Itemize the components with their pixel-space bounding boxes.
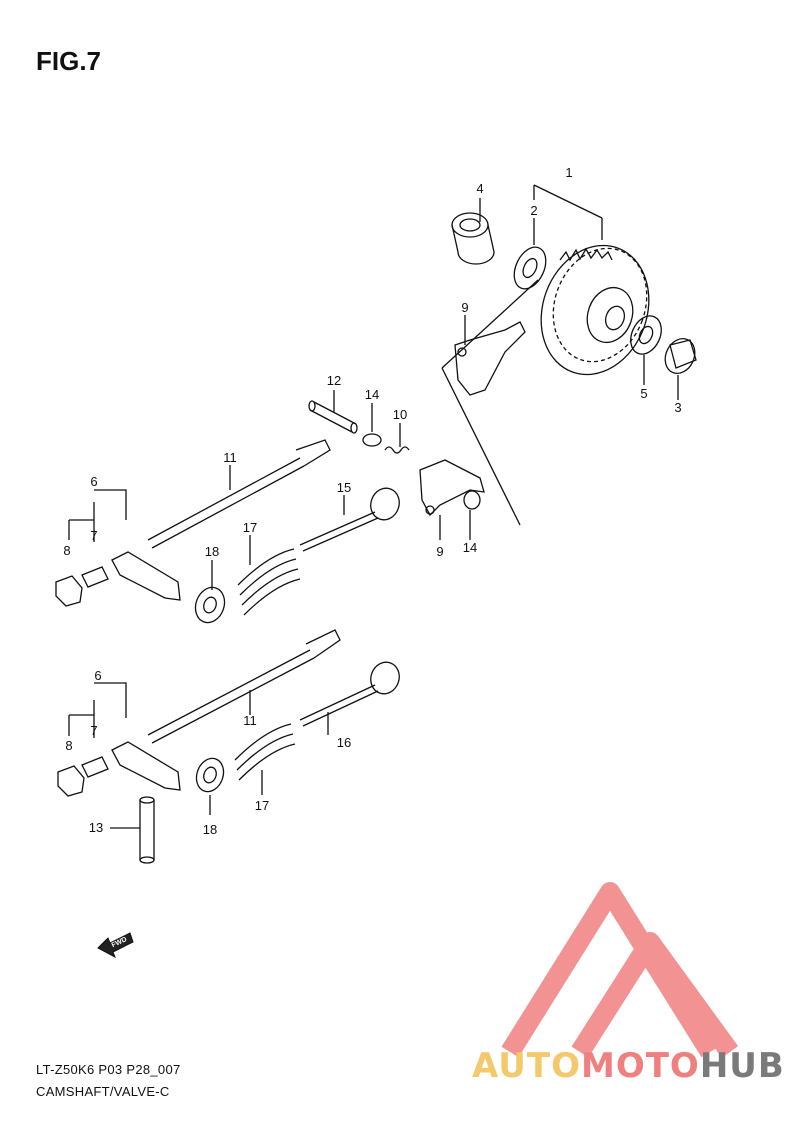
- callout-11-lower: 11: [243, 713, 257, 728]
- callout-8-upper: 8: [63, 543, 70, 558]
- callout-18-lower: 18: [203, 822, 217, 837]
- part-11-pushrod-lower: [147, 629, 341, 744]
- figure-name: CAMSHAFT/VALVE-C: [36, 1084, 170, 1099]
- callout-6-lower: 6: [94, 668, 101, 683]
- callout-7-upper: 7: [90, 528, 97, 543]
- part-9-rocker-upper: [454, 321, 526, 396]
- part-2-washer: [513, 246, 547, 290]
- part-13-shaft: [139, 796, 155, 864]
- part-1-cam-gear: [540, 244, 650, 376]
- callout-18-upper: 18: [205, 544, 219, 559]
- part-16-valve: [299, 661, 400, 727]
- part-9-rocker-lower: [419, 459, 485, 517]
- leader-line-b: [441, 279, 539, 369]
- leader-line-a: [441, 367, 521, 526]
- part-8-nut-lower: [57, 765, 85, 797]
- callout-3: 3: [674, 400, 681, 415]
- callout-15: 15: [337, 480, 351, 495]
- callout-16: 16: [337, 735, 351, 750]
- callout-leaders: [68, 184, 679, 829]
- part-15-valve: [299, 487, 400, 552]
- part-14-washer-lower: [463, 490, 481, 510]
- part-12-pin: [308, 400, 358, 434]
- callout-13: 13: [89, 820, 103, 835]
- part-7-adjuster-lower: [81, 756, 109, 778]
- callout-11-upper: 11: [223, 450, 237, 465]
- callout-14-upper: 14: [365, 387, 379, 402]
- part-11-pushrod-upper: [147, 439, 331, 549]
- callout-9-upper: 9: [461, 300, 468, 315]
- callout-7-lower: 7: [90, 723, 97, 738]
- part-17-spring-upper: [237, 548, 301, 616]
- callout-12: 12: [327, 373, 341, 388]
- callout-17-lower: 17: [255, 798, 269, 813]
- callout-labels: 1 2 3 4 5 6 7 8 9 10 11 12 13 14 15 16 1…: [63, 165, 681, 837]
- figure-code: LT-Z50K6 P03 P28_007: [36, 1062, 181, 1077]
- part-14-washer-upper: [362, 433, 382, 447]
- part-3-bearing: [664, 337, 697, 375]
- callout-10: 10: [393, 407, 407, 422]
- callout-8-lower: 8: [65, 738, 72, 753]
- watermark-logo-icon: [501, 882, 739, 1058]
- callout-4: 4: [476, 181, 483, 196]
- part-18-retainer-lower: [195, 757, 225, 793]
- callout-1: 1: [565, 165, 572, 180]
- part-8-nut-upper: [55, 575, 83, 607]
- figure-title: FIG.7: [36, 46, 102, 76]
- callout-5: 5: [640, 386, 647, 401]
- callout-2: 2: [530, 203, 537, 218]
- watermark-text: AUTOMOTOHUB: [472, 1046, 785, 1086]
- watermark-text-auto: AUTO: [472, 1046, 581, 1086]
- part-10-spring: [384, 446, 410, 454]
- part-4-bushing: [451, 212, 495, 265]
- watermark-text-moto: MOTO: [580, 1046, 700, 1086]
- part-6-rocker-lower: [111, 741, 181, 791]
- callout-17-upper: 17: [243, 520, 257, 535]
- part-17-spring-lower: [234, 723, 296, 781]
- callout-9-lower: 9: [436, 544, 443, 559]
- callout-14-lower: 14: [463, 540, 477, 555]
- part-18-retainer-upper: [194, 586, 226, 624]
- fwd-arrow-icon: FWD: [97, 932, 134, 959]
- part-7-adjuster-upper: [81, 566, 109, 588]
- part-6-rocker-upper: [111, 551, 181, 601]
- part-5-washer: [630, 315, 662, 355]
- callout-6-upper: 6: [90, 474, 97, 489]
- watermark-text-hub: HUB: [699, 1046, 785, 1086]
